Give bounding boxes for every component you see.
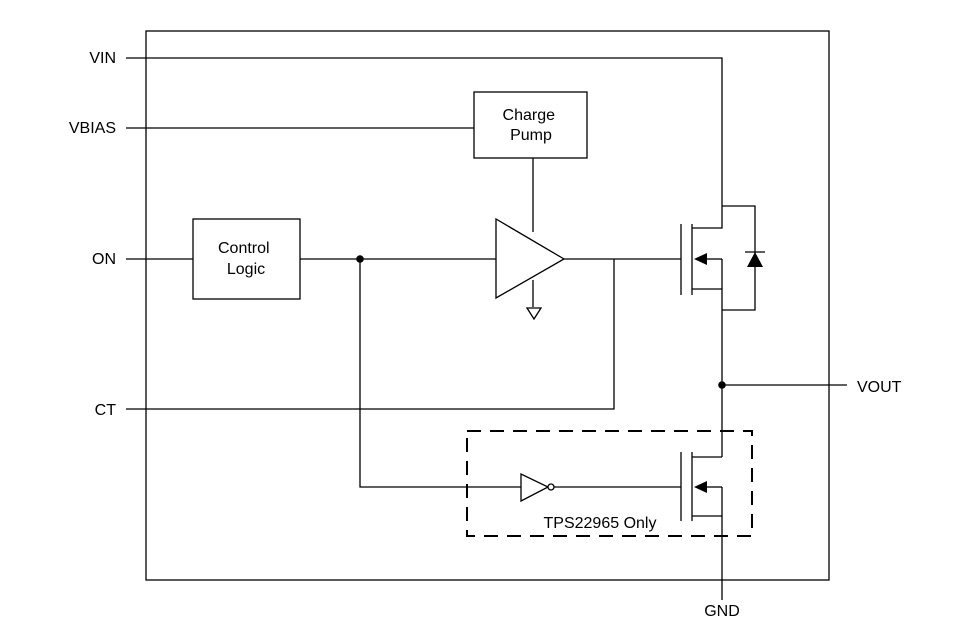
pin-label-vin: VIN (89, 50, 116, 67)
discharge-mosfet (680, 452, 723, 600)
device-boundary (145, 30, 830, 581)
charge-pump-label: Charge Pump (503, 107, 560, 144)
discharge-inverter (520, 472, 555, 503)
logic-to-inverter-wire (359, 259, 521, 488)
driver-ground-symbol (525, 307, 543, 321)
pin-label-gnd: GND (704, 603, 740, 620)
gate-driver-buffer (495, 217, 566, 300)
body-diode (722, 205, 765, 311)
pin-label-vbias: VBIAS (69, 120, 116, 137)
vin-wire (126, 57, 723, 206)
pin-label-on: ON (92, 251, 116, 268)
ct-wire (126, 259, 615, 410)
discharge-optional-region (466, 430, 753, 537)
control-logic-block (192, 218, 301, 300)
discharge-note-label: TPS22965 Only (544, 515, 657, 532)
pass-mosfet (680, 206, 723, 385)
charge-pump-block (473, 91, 588, 159)
pin-label-ct: CT (95, 402, 117, 419)
pin-label-vout: VOUT (857, 379, 902, 396)
control-logic-label: Control Logic (218, 240, 274, 278)
